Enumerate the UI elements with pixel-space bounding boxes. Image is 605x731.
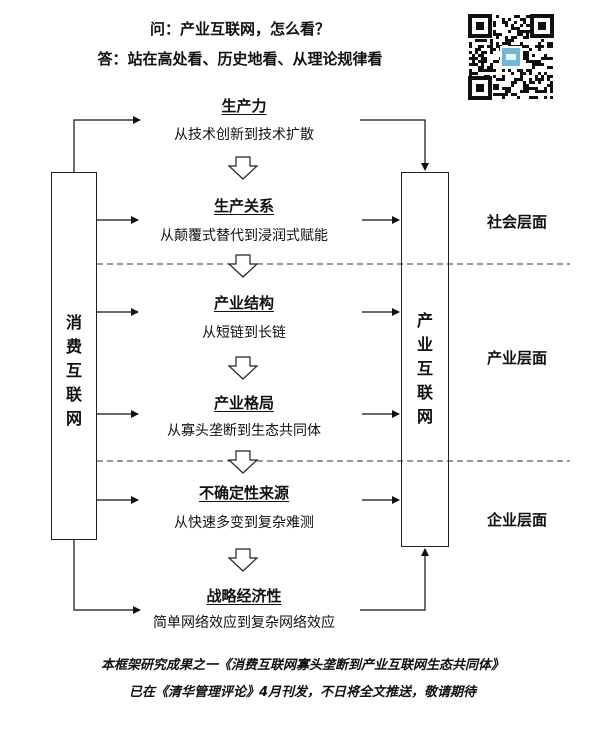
arrow-to-strategy [73,540,141,614]
level-label-industry: 产业层面 [486,349,547,367]
stage-subtitle-uncertainty-source: 从快速多变到复杂难测 [174,515,314,531]
stage-subtitle-production-relations: 从颠覆式替代到浸润式赋能 [160,228,328,244]
down-hollow-arrow [227,356,259,380]
stage-title-industry-structure: 产业结构 [213,294,274,312]
header-answer: 答：站在高处看、历史地看、从理论规律看 [97,50,383,68]
stage-title-production-relations: 生产关系 [213,197,274,215]
stage-subtitle-productivity: 从技术创新到技术扩散 [174,127,314,143]
stage-title-industry-pattern: 产业格局 [213,394,274,412]
stage-subtitle-strategic-economics: 简单网络效应到复杂网络效应 [153,615,335,631]
stage-title-uncertainty-source: 不确定性来源 [198,484,289,502]
down-hollow-arrow [227,254,259,278]
footer-line-1: 本框架研究成果之一《消费互联网寡头垄断到产业互联网生态共同体》 [100,658,504,673]
consumer-internet-box: 消 费 互 联 网 [51,172,97,540]
level-label-society: 社会层面 [486,213,547,231]
industrial-internet-box: 产 业 互 联 网 [401,172,449,547]
down-hollow-arrow [227,548,259,572]
footer-line-2: 已在《清华管理评论》4月刊发，不日将全文推送，敬请期待 [128,685,477,700]
arrow-strategy-to-right [360,548,429,611]
consumer-internet-label: 消 费 互 联 网 [65,313,82,428]
stage-title-productivity: 生产力 [221,97,267,115]
down-hollow-arrow [227,156,259,180]
arrow-productivity-to-right [360,119,429,171]
level-label-enterprise: 企业层面 [486,511,547,529]
qr-code-icon [468,14,554,100]
stage-subtitle-industry-pattern: 从寡头垄断到生态共同体 [167,423,321,439]
industrial-internet-label: 产 业 互 联 网 [416,311,433,426]
header-question: 问：产业互联网，怎么看？ [149,20,330,38]
arrow-to-productivity [73,116,141,172]
stage-title-strategic-economics: 战略经济性 [206,587,282,605]
stage-subtitle-industry-structure: 从短链到长链 [202,325,286,341]
down-hollow-arrow [227,450,259,474]
